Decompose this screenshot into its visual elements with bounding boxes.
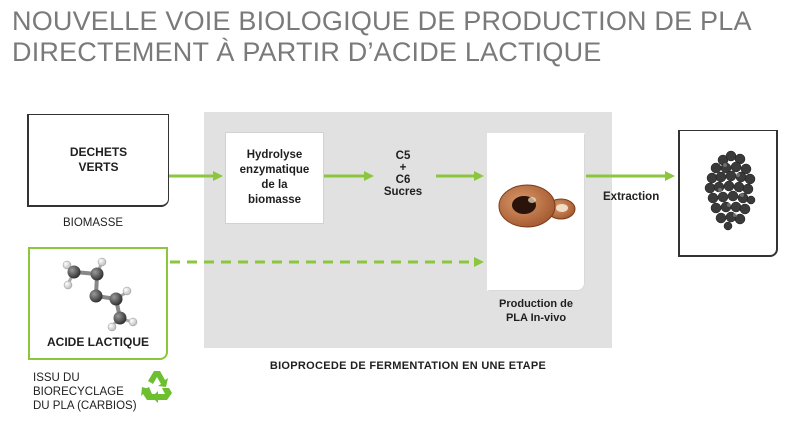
dechets-verts-box: DECHETS VERTS (27, 114, 169, 207)
bioprocede-label: BIOPROCEDE DE FERMENTATION EN UNE ETAPE (269, 360, 547, 372)
production-line-2: PLA In-vivo (505, 312, 567, 324)
sucres-label: C5 + C6 Sucres (378, 150, 428, 198)
dechets-line-2: VERTS (78, 160, 119, 174)
production-line-1: Production de (499, 298, 573, 310)
issu-line-2: BIORECYCLAGE (33, 386, 124, 398)
title-line-2: DIRECTEMENT À PARTIR D’ACIDE LACTIQUE (12, 37, 602, 67)
acide-lactique-label: ACIDE LACTIQUE (47, 335, 149, 349)
sucres-line-2: + (399, 162, 407, 174)
hydrolyse-line-1: Hydrolyse (246, 149, 303, 161)
hydrolyse-line-3: de la (261, 179, 288, 191)
issu-line-3: DU PLA (CARBIOS) (33, 400, 137, 412)
sucres-line-4: Sucres (383, 186, 423, 198)
hydrolyse-line-2: enzymatique (239, 164, 310, 176)
dechets-line-1: DECHETS (69, 145, 128, 159)
yeast-cell-icon (498, 184, 576, 228)
hydrolyse-line-4: biomasse (247, 194, 302, 206)
acide-lactique-box: ACIDE LACTIQUE (28, 247, 168, 360)
production-label: Production de PLA In-vivo (486, 297, 586, 325)
biomasse-label: BIOMASSE (63, 217, 124, 229)
sucres-line-1: C5 (395, 150, 411, 162)
hydrolyse-box: Hydrolyse enzymatique de la biomasse (226, 133, 323, 223)
recycle-icon (141, 371, 172, 403)
pla-polymer-box (678, 130, 778, 257)
issu-line-1: ISSU DU (33, 372, 80, 384)
molecule-icon (62, 257, 138, 332)
title-line-1: NOUVELLE VOIE BIOLOGIQUE DE PRODUCTION D… (12, 6, 752, 36)
issu-label: ISSU DU BIORECYCLAGE DU PLA (CARBIOS) (33, 371, 137, 413)
pla-polymer-icon (704, 150, 756, 231)
extraction-label: Extraction (603, 191, 660, 203)
sucres-line-3: C6 (395, 174, 411, 186)
page-title: NOUVELLE VOIE BIOLOGIQUE DE PRODUCTION D… (12, 6, 792, 68)
